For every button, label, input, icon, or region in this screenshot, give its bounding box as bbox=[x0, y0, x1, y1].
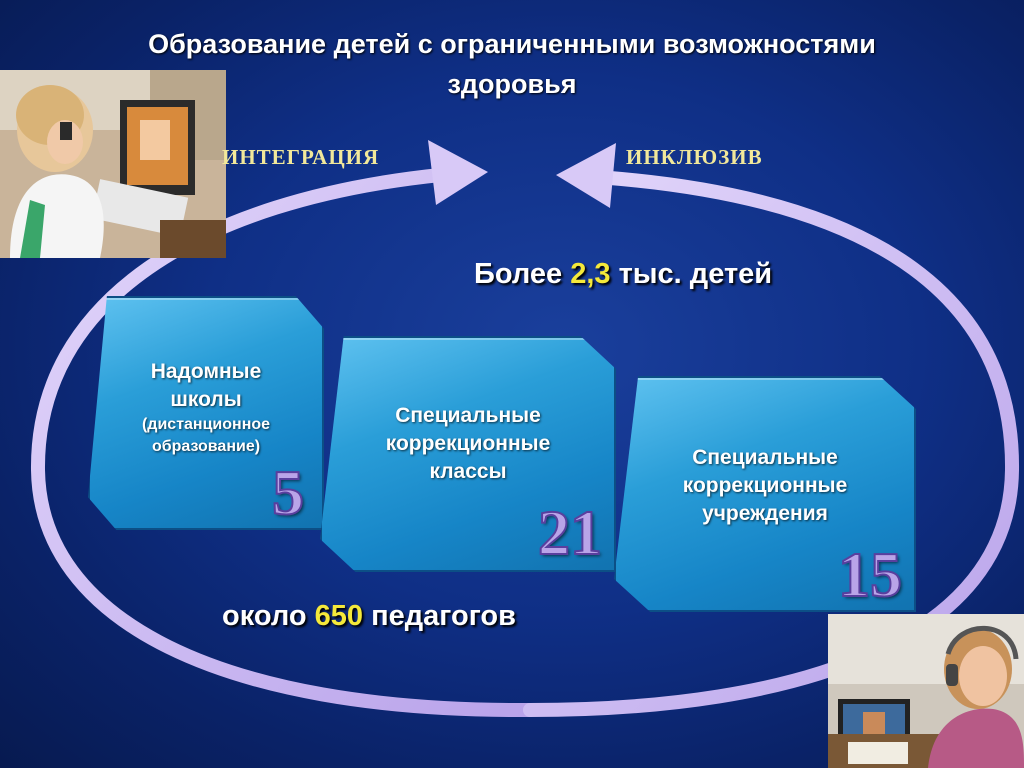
label-inclusion: ИНКЛЮЗИВ bbox=[626, 145, 763, 169]
arrowhead-inclusion bbox=[556, 143, 616, 208]
stat-teachers-prefix: около bbox=[222, 600, 315, 632]
arc-right bbox=[523, 171, 1020, 717]
stat-children-prefix: Более bbox=[474, 258, 571, 290]
panel-1-title-line-1: Надомные bbox=[150, 360, 262, 383]
stat-children: Более 2,3 тыс. детей bbox=[474, 258, 772, 291]
photo-teacher-headset bbox=[828, 614, 1024, 768]
panel-3-title-line-1: Специальные bbox=[692, 446, 838, 469]
title-line-2: здоровья bbox=[447, 69, 577, 99]
panel-1-sub-line-2: образование) bbox=[151, 438, 261, 455]
panel-3-title-line-3: учреждения bbox=[702, 502, 828, 525]
panel-home-schools: Надомные школы (дистанционное образовани… bbox=[88, 296, 324, 530]
title-line-1: Образование детей с ограниченными возмож… bbox=[148, 29, 876, 59]
panel-1-sub-line-1: (дистанционное bbox=[141, 416, 271, 433]
label-integration: ИНТЕГРАЦИЯ bbox=[222, 145, 380, 169]
panel-3-title-line-2: коррекционные bbox=[682, 474, 848, 497]
photo-student-computer bbox=[0, 70, 226, 258]
stat-children-suffix: тыс. детей bbox=[610, 258, 773, 290]
panel-1-title-line-2: школы bbox=[170, 388, 242, 411]
stat-teachers-value: 650 bbox=[314, 600, 364, 632]
panel-2-title-line-3: классы bbox=[429, 460, 507, 483]
panel-2-title-line-2: коррекционные bbox=[385, 432, 551, 455]
count-special-classes: 21 bbox=[537, 496, 603, 569]
panel-2-title-line-1: Специальные bbox=[395, 404, 541, 427]
count-home-schools: 5 bbox=[271, 456, 305, 529]
stat-teachers-suffix: педагогов bbox=[363, 600, 516, 632]
stat-children-value: 2,3 bbox=[570, 258, 611, 290]
stat-teachers: около 650 педагогов bbox=[222, 600, 516, 633]
arrowhead-integration bbox=[428, 140, 488, 205]
slide-title: Образование детей с ограниченными возмож… bbox=[0, 24, 1024, 104]
panel-special-institutions: Специальные коррекционные учреждения bbox=[614, 376, 916, 612]
arc-left bbox=[30, 168, 537, 718]
count-special-institutions: 15 bbox=[837, 538, 903, 611]
